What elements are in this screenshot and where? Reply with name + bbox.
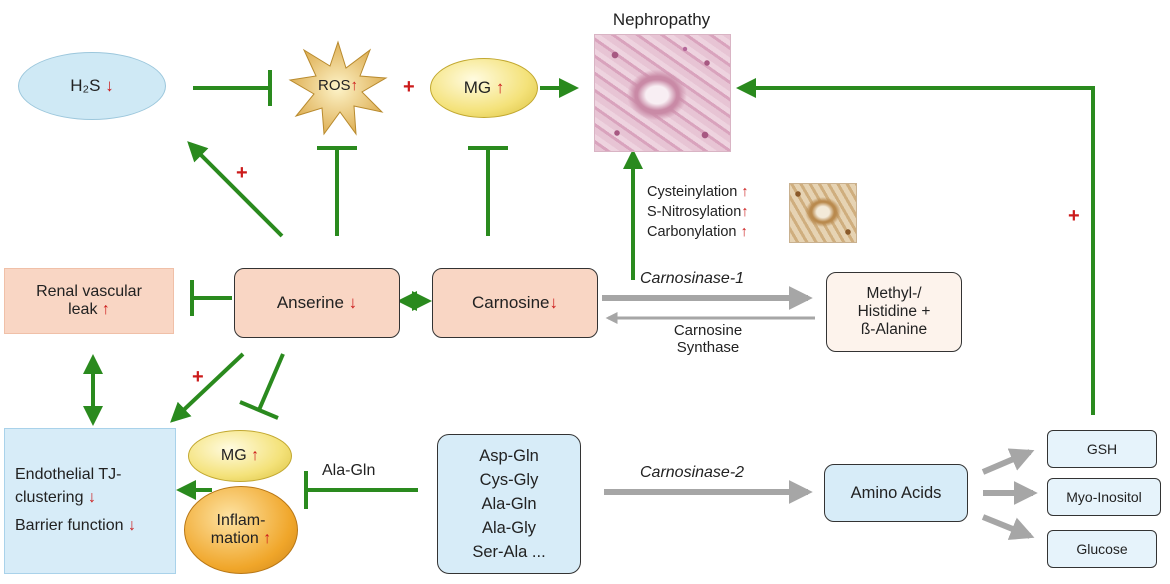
ros-node: ROS↑ <box>288 70 388 100</box>
anserine-down-arrow-icon: ↓ <box>348 293 358 312</box>
modification-item: Carbonylation ↑ <box>647 224 748 240</box>
inflammation-line1: Inflam- <box>216 511 266 529</box>
mg-top-node: MG ↑ <box>430 58 538 118</box>
methyl-line3: ß-Alanine <box>860 320 928 338</box>
myo-inositol-box: Myo-Inositol <box>1047 478 1161 516</box>
renal-leak-line2: leak <box>68 301 98 318</box>
myo-inositol-label: Myo-Inositol <box>1066 489 1142 505</box>
plus-anserine-endothelial: + <box>192 366 204 388</box>
renal-leak-line1: Renal vascular <box>36 282 142 300</box>
ros-starburst <box>288 40 388 136</box>
anserine-label: Anserine <box>276 293 344 312</box>
immunostain-image <box>789 183 857 243</box>
endothelial-line3: Barrier function <box>15 517 124 535</box>
plus-anserine-ros: + <box>236 162 248 184</box>
nephropathy-title: Nephropathy <box>612 10 711 29</box>
dipeptide-item: Ser-Ala ... <box>472 543 546 561</box>
amino-acids-box: Amino Acids <box>824 464 968 522</box>
synthase-line2: Synthase <box>676 339 740 356</box>
inflammation-line2: mation <box>210 530 259 547</box>
aa-to-gsh-arrow <box>981 448 1035 475</box>
inflammation-up-arrow-icon: ↑ <box>263 530 272 547</box>
h2s-label: H₂S <box>70 76 101 95</box>
methyl-histidine-box: Methyl-/ Histidine + ß-Alanine <box>826 272 962 352</box>
dipeptide-item: Ala-Gly <box>481 519 537 537</box>
ros-up-arrow-icon: ↑ <box>350 76 359 94</box>
dipeptide-item: Ala-Gln <box>481 495 537 513</box>
glucose-label: Glucose <box>1076 541 1128 557</box>
synthase-label: Carnosine Synthase <box>648 322 768 356</box>
ala-gln-label: Ala-Gln <box>322 462 376 479</box>
dipeptide-item: Asp-Gln <box>479 447 539 465</box>
endothelial-line2: clustering <box>15 488 84 506</box>
anserine-inhibits-mg-bottom <box>257 353 285 411</box>
anserine-box: Anserine ↓ <box>234 268 400 338</box>
gsh-to-nephropathy-arrow <box>736 78 1095 415</box>
dipeptides-box: Asp-Gln Cys-Gly Ala-Gln Ala-Gly Ser-Ala … <box>437 434 581 574</box>
down-arrow-icon: ↓ <box>87 488 96 506</box>
carnosine-box: Carnosine↓ <box>432 268 598 338</box>
aa-to-glucose-arrow <box>981 514 1035 540</box>
mg-top-label: MG <box>463 78 492 97</box>
plus-ros-mg: + <box>403 76 415 98</box>
endothelial-box: Endothelial TJ- clustering ↓ Barrier fun… <box>4 428 176 574</box>
gsh-box: GSH <box>1047 430 1157 468</box>
up-arrow-icon: ↑ <box>741 184 749 200</box>
nephropathy-histology-image <box>594 34 731 152</box>
renal-leak-box: Renal vascular leak ↑ <box>4 268 174 334</box>
modification-item: S-Nitrosylation↑ <box>647 204 749 220</box>
mg-bottom-label: MG <box>220 447 247 464</box>
dipeptide-item: Cys-Gly <box>479 471 539 489</box>
methyl-line1: Methyl-/ <box>866 285 922 303</box>
endothelial-line1: Endothelial TJ- <box>15 466 122 484</box>
carnosinase2-label: Carnosinase-2 <box>640 464 745 481</box>
gsh-label: GSH <box>1086 441 1118 457</box>
carnosine-label: Carnosine <box>472 293 550 312</box>
up-arrow-icon: ↑ <box>741 204 749 220</box>
anserine-to-ros-arrow <box>187 141 284 238</box>
methyl-line2: Histidine + <box>857 303 931 321</box>
anserine-to-endothelial-arrow <box>170 352 245 423</box>
renal-leak-up-arrow-icon: ↑ <box>101 301 110 318</box>
up-arrow-icon: ↑ <box>740 224 748 240</box>
carnosinase1-label: Carnosinase-1 <box>640 270 745 287</box>
h2s-node: H₂S ↓ <box>18 52 166 120</box>
inflammation-node: Inflam- mation ↑ <box>184 486 298 574</box>
down-arrow-icon: ↓ <box>127 517 136 535</box>
modification-item: Cysteinylation ↑ <box>647 184 749 200</box>
modifications-list: Cysteinylation ↑ S-Nitrosylation↑ Carbon… <box>647 182 749 242</box>
carnosine-down-arrow-icon: ↓ <box>549 293 559 312</box>
mg-top-up-arrow-icon: ↑ <box>495 78 505 97</box>
glucose-box: Glucose <box>1047 530 1157 568</box>
h2s-down-arrow-icon: ↓ <box>105 76 114 95</box>
synthase-line1: Carnosine <box>673 322 743 339</box>
plus-feedback: + <box>1068 205 1080 227</box>
mg-bottom-node: MG ↑ <box>188 430 292 482</box>
mg-bottom-up-arrow-icon: ↑ <box>251 447 260 464</box>
ros-label: ROS <box>317 76 351 94</box>
amino-acids-label: Amino Acids <box>850 483 942 502</box>
